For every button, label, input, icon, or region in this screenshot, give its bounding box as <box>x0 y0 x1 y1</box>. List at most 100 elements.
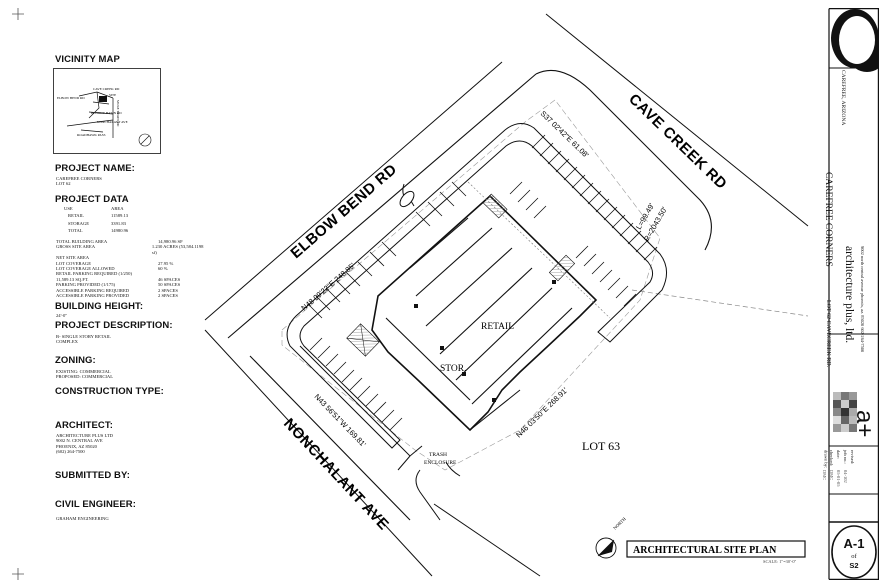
table-cell: 11589.13 <box>111 213 129 219</box>
elbow-bend-curb-inner <box>227 73 537 339</box>
summary-label: PARKING PROVIDED (1/175) <box>56 282 116 288</box>
table-row: STORAGE 3391.83 <box>56 221 166 226</box>
description-line: B- SINGLE STORY RETAIL <box>56 334 111 339</box>
architect-line: ARCHITECTURE PLUS LTD <box>56 433 113 438</box>
tb-info-value: DMC <box>829 470 834 481</box>
vicinity-label: SITE <box>109 93 116 97</box>
tb-project-name: CAREFREE CORNERS <box>823 172 833 267</box>
nonchalant-curb-outer <box>204 329 433 577</box>
table-cell: RETAIL <box>68 213 84 219</box>
table-row: RETAIL 11589.13 <box>56 213 166 218</box>
vicinity-north-icon <box>138 133 152 147</box>
property-line <box>281 99 661 471</box>
project-name-heading: PROJECT NAME: <box>55 163 135 174</box>
bearing-top: S37 02'42"E 61.08' <box>539 109 591 160</box>
parking-stalls-elbow <box>307 181 467 319</box>
building-height-heading: BUILDING HEIGHT: <box>55 301 144 312</box>
sheet-number-badge <box>831 525 877 579</box>
summary-label: ACCESSIBLE PARKING PROVIDED <box>56 293 130 299</box>
label-retail: RETAIL <box>481 322 514 332</box>
tb-info-value: 05-01-05 <box>836 470 841 487</box>
summary-row: PARKING PROVIDED (1/175)50 SPACES <box>56 282 206 287</box>
civil-engineer-line: GRAHAM ENGINEERING <box>56 516 109 521</box>
summary-row: 11,589.13 SQ.FT. 46 SPACES <box>56 277 206 282</box>
bearing-bottom-right: N46 03'50"E 268.91' <box>514 385 570 439</box>
summary-label: LOT COVERAGE <box>56 260 92 266</box>
architect-line: (602) 264-7500 <box>56 449 85 455</box>
nonchalant-curb-inner <box>249 355 411 521</box>
summary-value: 46 SPACES <box>158 276 181 282</box>
plan-scale: SCALE: 1"=30'-0" <box>763 559 797 564</box>
vicinity-map-title: VICINITY MAP <box>55 54 120 65</box>
summary-row: LOT COVERAGE 27.95 % <box>56 261 206 266</box>
project-name-line: LOT 62 <box>56 181 71 187</box>
parking-island <box>399 190 415 208</box>
project-data-heading: PROJECT DATA <box>55 194 129 205</box>
zoning-heading: ZONING: <box>55 355 96 366</box>
tb-info-label: date: <box>836 450 841 459</box>
label-enclosure: ENCLOSURE <box>424 460 457 466</box>
description-line: COMPLEX <box>56 339 78 345</box>
table-cell: TOTAL <box>68 228 83 234</box>
zoning-lines: EXISTING: COMMERCIAL PROPOSED: COMMERCIA… <box>56 369 113 380</box>
summary-label: RETAIL PARKING REQUIRED (1/250) <box>56 271 132 277</box>
accessible-stall <box>548 254 576 282</box>
vicinity-label: BLOODY BASIN RD <box>91 111 122 115</box>
street-label-elbow: ELBOW BEND RD <box>287 161 400 262</box>
project-data-table: USE AREA RETAIL 11589.13 STORAGE 3391.83… <box>56 206 166 234</box>
tb-info-value: DMC <box>822 470 827 481</box>
architect-lines: ARCHITECTURE PLUS LTD 9002 N. CENTRAL AV… <box>56 433 113 455</box>
elbow-bend-curb-outer <box>204 61 503 321</box>
summary-row: RETAIL PARKING REQUIRED (1/250) <box>56 271 206 276</box>
summary-row: GROSS SITE AREA 1.230 ACRES (53,584.1198 … <box>56 244 206 255</box>
tb-info-labels: drawn by: <box>822 450 829 490</box>
doors <box>414 280 556 402</box>
architect-line: PHOENIX, AZ 85020 <box>56 443 97 449</box>
parking-stalls-nonchalant <box>309 337 403 431</box>
summary-label: 11,589.13 SQ.FT. <box>56 276 89 282</box>
table-header-row: USE AREA <box>56 206 166 211</box>
vicinity-label: ELBOW BEND RD <box>57 96 85 100</box>
table-row: TOTAL 14980.96 <box>56 228 166 233</box>
a-plus-logo <box>833 392 857 432</box>
summary-value: 1.230 ACRES (53,584.1198 sf) <box>151 244 204 255</box>
submitted-by-heading: SUBMITTED BY: <box>55 470 131 481</box>
lot63-edge <box>433 503 541 577</box>
tb-sheet-total: S2 <box>849 561 859 570</box>
summary-value: 60 % <box>158 266 168 272</box>
tb-info-value: 04-102 <box>843 470 848 483</box>
sidewalk-edge <box>467 181 611 319</box>
tb-firm-address: 9002 north central avenue phoenix, az. 8… <box>860 246 865 353</box>
summary-label: GROSS SITE AREA <box>56 244 96 250</box>
parking-lot-outline <box>286 123 667 449</box>
zoning-line: PROPOSED: COMMERCIAL <box>56 374 114 380</box>
plan-title: ARCHITECTURAL SITE PLAN <box>633 545 777 556</box>
architect-line: 9002 N. CENTRAL AVE <box>56 438 103 444</box>
summary-value: 27.95 % <box>158 260 174 266</box>
vicinity-label: ROADHAWK PASS <box>77 133 106 137</box>
cave-creek-curb-inner <box>535 69 712 251</box>
summary-value: 2 SPACES <box>158 287 178 293</box>
summary-row: ACCESSIBLE PARKING PROVIDED 2 SPACES <box>56 293 206 298</box>
summary-value: 2 SPACES <box>158 293 178 299</box>
label-storage: STOR. <box>440 364 467 374</box>
project-description-lines: B- SINGLE STORY RETAIL COMPLEX <box>56 334 111 345</box>
table-header: USE <box>64 206 73 211</box>
table-cell: 3391.83 <box>111 220 126 226</box>
tb-info-label: checked: <box>829 450 834 466</box>
summary-label: NET SITE AREA <box>56 255 90 261</box>
tb-sheet-number: A-1 <box>843 536 865 551</box>
tb-of: of <box>851 553 857 560</box>
table-cell: 14980.96 <box>111 228 129 234</box>
cave-creek-curb-outer <box>545 13 809 227</box>
construction-type-heading: CONSTRUCTION TYPE: <box>55 386 164 397</box>
tb-firm-name: architecture plus, ltd. <box>843 246 855 344</box>
label-lot63: LOT 63 <box>582 439 620 453</box>
